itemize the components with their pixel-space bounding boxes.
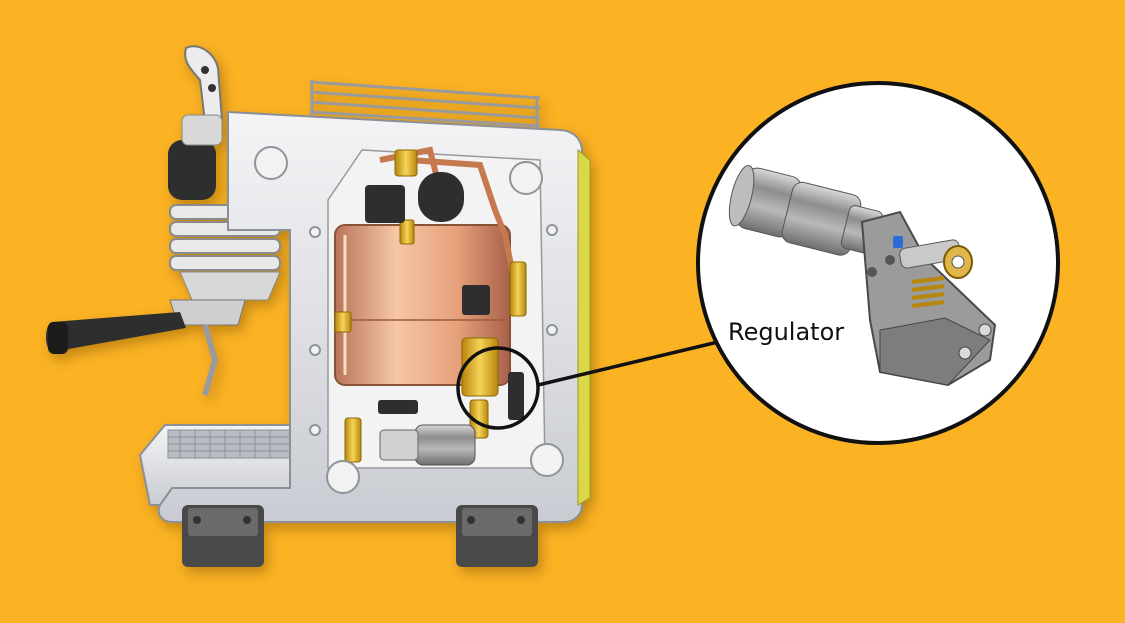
back-edge <box>577 148 591 506</box>
solenoids <box>365 172 524 420</box>
callout-leader-line <box>537 340 719 387</box>
portafilter <box>46 299 246 396</box>
regulator-spring <box>911 276 945 308</box>
pump <box>379 424 476 466</box>
espresso-machine <box>46 45 591 567</box>
drip-tray <box>138 424 301 506</box>
cup-rail <box>309 80 541 128</box>
machine-feet <box>182 505 538 567</box>
panel-holes <box>254 146 564 494</box>
regulator-part-image <box>728 165 997 387</box>
highlight-ring <box>456 346 540 430</box>
regulator-label: Regulator <box>728 318 845 346</box>
brass-fittings <box>334 149 527 463</box>
group-head <box>168 45 281 301</box>
